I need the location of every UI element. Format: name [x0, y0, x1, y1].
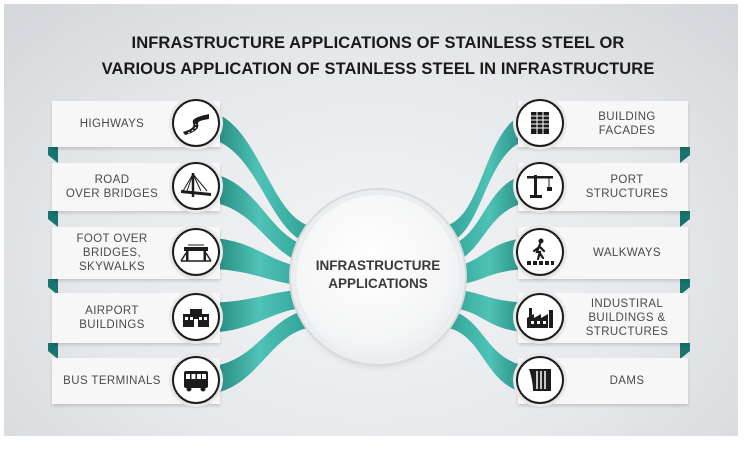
card-industrial-buildings: INDUSTIRAL BUILDINGS & STRUCTURES — [516, 293, 688, 343]
crane-icon — [516, 162, 564, 210]
card-bus-terminals: BUS TERMINALS — [52, 356, 220, 404]
factory-icon — [516, 293, 564, 341]
card-label-bus-terminals: BUS TERMINALS — [63, 375, 161, 387]
ribbon-port-structures — [438, 172, 540, 265]
card-label-port-structures: PORT STRUCTURES — [585, 174, 669, 200]
card-road-over-bridges: ROAD OVER BRIDGES — [52, 162, 220, 211]
card-label-airport-buildings: AIRPORT BUILDINGS — [79, 305, 145, 331]
title-line-1: INFRASTRUCTURE APPLICATIONS OF STAINLESS… — [131, 34, 625, 52]
center-hub: INFRASTRUCTURE APPLICATIONS — [296, 195, 460, 359]
ribbon-industrial-buildings — [438, 289, 540, 333]
ribbon-tab-airport-buildings — [48, 343, 58, 359]
card-label-highways: HIGHWAYS — [79, 118, 145, 130]
ribbon-building-facades — [438, 110, 540, 245]
card-label-building-facades: BUILDING FACADES — [598, 111, 656, 137]
ribbon-tab-walkways — [680, 279, 690, 295]
card-highways: HIGHWAYS — [52, 99, 220, 147]
card-building-facades: BUILDING FACADES — [516, 99, 688, 147]
pedestrian-icon — [516, 228, 564, 276]
ribbon-tab-industrial-buildings — [680, 343, 690, 359]
ribbon-tab-road-over-bridges — [48, 211, 58, 227]
airport-icon — [172, 293, 220, 341]
card-port-structures: PORT STRUCTURES — [516, 162, 688, 211]
card-label-dams: DAMS — [609, 375, 645, 387]
building-icon — [516, 99, 564, 147]
card-airport-buildings: AIRPORT BUILDINGS — [52, 293, 220, 343]
ribbon-airport-buildings — [200, 289, 318, 333]
ribbon-dams — [438, 309, 540, 395]
title-line-2: VARIOUS APPLICATION OF STAINLESS STEEL I… — [101, 60, 655, 78]
card-label-foot-over-bridges: FOOT OVER BRIDGES, SKYWALKS — [76, 233, 148, 273]
ribbon-tab-highways — [48, 147, 58, 163]
bus-icon — [172, 356, 220, 404]
bridge-icon — [172, 162, 220, 210]
highway-icon — [172, 99, 220, 147]
card-foot-over-bridges: FOOT OVER BRIDGES, SKYWALKS — [52, 227, 220, 279]
ribbon-bus-terminals — [200, 309, 318, 395]
card-label-road-over-bridges: ROAD OVER BRIDGES — [65, 174, 159, 200]
ribbon-tab-building-facades — [680, 147, 690, 163]
ribbon-tab-port-structures — [680, 211, 690, 227]
ribbon-road-over-bridges — [200, 172, 318, 265]
ribbon-foot-over-bridges — [200, 237, 318, 286]
card-dams: DAMS — [516, 356, 688, 404]
ribbon-tab-foot-over-bridges — [48, 279, 58, 295]
card-label-industrial-buildings: INDUSTIRAL BUILDINGS & STRUCTURES — [585, 298, 669, 338]
ribbon-highways — [200, 110, 318, 245]
card-label-walkways: WALKWAYS — [593, 247, 661, 259]
ribbon-walkways — [438, 237, 540, 286]
center-label: INFRASTRUCTURE APPLICATIONS — [315, 258, 441, 291]
page-title: INFRASTRUCTURE APPLICATIONS OF STAINLESS… — [20, 30, 736, 82]
dam-icon — [516, 356, 564, 404]
footbridge-icon — [172, 228, 220, 276]
card-walkways: WALKWAYS — [516, 227, 688, 279]
